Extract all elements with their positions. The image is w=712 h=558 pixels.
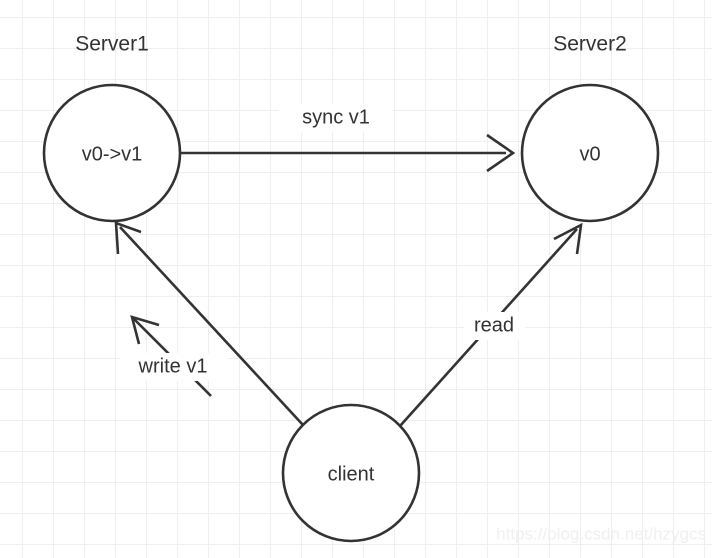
watermark: https://blog.csdn.net/hzygcs: [496, 524, 706, 543]
node-server2-label: v0: [579, 143, 600, 165]
edge-label-sync: sync v1: [302, 106, 370, 128]
node-server2[interactable]: v0: [520, 83, 660, 223]
edge-label-sync-group: sync v1: [279, 104, 393, 132]
edge-label-read: read: [474, 314, 514, 336]
edge-sync-v1: [181, 133, 516, 173]
edge-write-line: [119, 226, 304, 426]
node-server2-title: Server2: [553, 33, 627, 56]
node-client[interactable]: client: [281, 403, 421, 543]
arrow-head-write-annotation: [130, 315, 160, 345]
node-server1-label: v0->v1: [82, 143, 143, 165]
edge-write-v1: [114, 221, 304, 426]
edge-label-read-group: read: [464, 312, 525, 340]
edge-label-write-backdrop: [120, 353, 227, 381]
edge-label-sync-backdrop: [279, 104, 393, 132]
node-client-label: client: [328, 463, 375, 485]
edge-label-write-group: write v1: [120, 353, 227, 381]
edge-label-read-backdrop: [464, 312, 525, 340]
node-client-circle[interactable]: [281, 403, 421, 543]
edge-label-write: write v1: [138, 355, 208, 377]
node-server1-circle[interactable]: [42, 83, 182, 223]
node-server2-circle[interactable]: [520, 83, 660, 223]
node-server1-title: Server1: [75, 33, 149, 56]
node-server1[interactable]: v0->v1: [42, 83, 182, 223]
arrow-head-into-server2-left: [486, 133, 516, 173]
arrow-head-into-server1-bottom: [114, 221, 142, 255]
arrow-head-into-server2-bottom: [553, 222, 583, 255]
